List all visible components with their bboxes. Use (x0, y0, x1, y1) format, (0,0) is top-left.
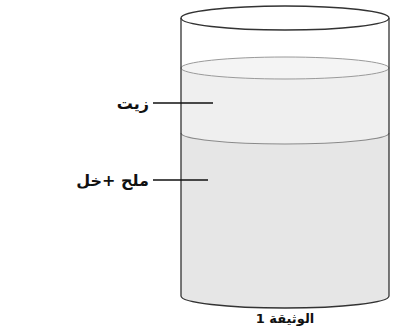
leader-line (153, 179, 208, 181)
leader-line (153, 102, 213, 104)
figure-caption: الوثيقة 1 (256, 311, 315, 326)
layer-label: ملح +خل (76, 171, 149, 190)
layer-label: زيت (117, 94, 149, 113)
